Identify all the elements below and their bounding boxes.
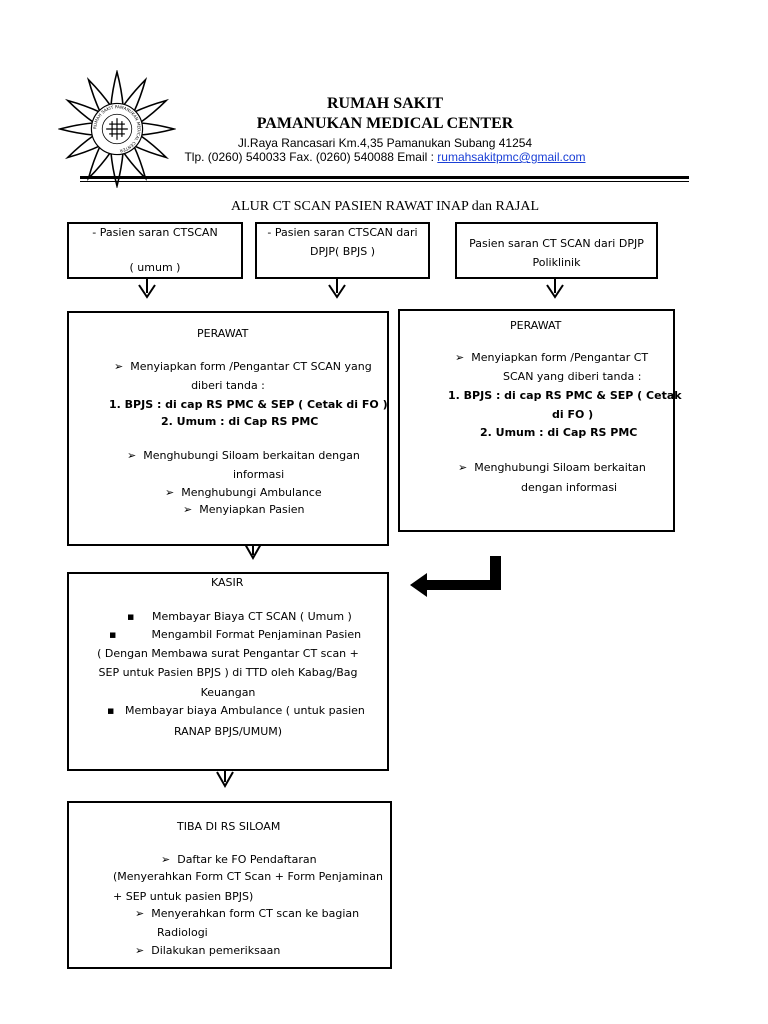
arrow-bullet-icon: ➢ (455, 351, 465, 364)
box-pasien-umum: - Pasien saran CTSCAN ( umum ) (67, 222, 243, 279)
perawat-item-cont: dengan informasi (521, 481, 618, 494)
arrow-bullet-icon: ➢ (114, 360, 124, 373)
header-rule-thin (80, 181, 689, 182)
kasir-item-cont: Keuangan (200, 686, 256, 699)
perawat-item: ➢ Menghubungi Ambulance (165, 486, 322, 499)
arrow-bullet-icon: ➢ (135, 907, 145, 920)
arrow-down-icon (244, 543, 262, 561)
perawat-item: ➢ Menyiapkan form /Pengantar CT (455, 351, 649, 364)
perawat-item: ➢ Menghubungi Siloam berkaitan dengan (127, 449, 360, 462)
arrow-bullet-icon: ➢ (135, 944, 145, 957)
kasir-item: ▪ Membayar biaya Ambulance ( untuk pasie… (107, 704, 365, 717)
kasir-item-cont: SEP untuk Pasien BPJS ) di TTD oleh Kaba… (98, 666, 358, 679)
hospital-logo: RUMAH SAKIT PAMANUKAN MEDICAL CENTER (58, 70, 176, 188)
email-link[interactable]: rumahsakitpmc@gmail.com (437, 150, 586, 164)
kasir-item-cont: ( Dengan Membawa surat Pengantar CT scan… (97, 647, 359, 660)
header-rule-thick (80, 176, 689, 179)
square-bullet-icon: ▪ (127, 610, 135, 623)
perawat-num-1: 1. BPJS : di cap RS PMC & SEP ( Cetak di… (109, 398, 388, 411)
box-pasien-poliklinik: Pasien saran CT SCAN dari DPJP Poliklini… (455, 222, 658, 279)
square-bullet-icon: ▪ (109, 628, 117, 641)
hospital-address: Jl.Raya Rancasari Km.4,35 Pamanukan Suba… (237, 136, 533, 150)
kasir-item-cont: RANAP BPJS/UMUM) (173, 725, 283, 738)
arrow-bullet-icon: ➢ (127, 449, 137, 462)
box-pasien-bpjs: - Pasien saran CTSCAN dari DPJP( BPJS ) (255, 222, 430, 279)
kasir-heading: KASIR (211, 576, 244, 589)
perawat-item-cont: informasi (233, 468, 285, 481)
flow-title: ALUR CT SCAN PASIEN RAWAT INAP dan RAJAL (230, 199, 540, 214)
box-perawat-poli: PERAWAT ➢ Menyiapkan form /Pengantar CT … (398, 309, 682, 532)
perawat-num-1: 1. BPJS : di cap RS PMC & SEP ( Cetak (448, 389, 682, 402)
siloam-heading: TIBA DI RS SILOAM (177, 820, 281, 833)
perawat-num-2: 2. Umum : di Cap RS PMC (480, 426, 638, 439)
contact-prefix: Tlp. (0260) 540033 Fax. (0260) 540088 Em… (184, 150, 438, 164)
return-arrow-icon (410, 556, 501, 597)
arrow-bullet-icon: ➢ (165, 486, 175, 499)
arrow-bullet-icon: ➢ (458, 461, 468, 474)
siloam-item-cont: (Menyerahkan Form CT Scan + Form Penjami… (113, 870, 383, 883)
perawat-heading: PERAWAT (197, 327, 249, 340)
kasir-item: ▪ Membayar Biaya CT SCAN ( Umum ) (127, 610, 352, 623)
perawat-heading: PERAWAT (510, 319, 562, 332)
box-perawat-inap: PERAWAT ➢ Menyiapkan form /Pengantar CT … (67, 311, 389, 546)
hospital-name: RUMAH SAKIT (326, 95, 443, 112)
arrow-bullet-icon: ➢ (183, 503, 193, 516)
box-tiba-siloam: TIBA DI RS SILOAM ➢ Daftar ke FO Pendaft… (67, 801, 392, 969)
siloam-item-cont: + SEP untuk pasien BPJS) (113, 890, 254, 903)
box-kasir: KASIR ▪ Membayar Biaya CT SCAN ( Umum ) … (67, 572, 389, 771)
arrow-down-icon (328, 284, 346, 299)
perawat-item-cont: SCAN yang diberi tanda : (503, 370, 642, 383)
siloam-item: ➢ Menyerahkan form CT scan ke bagian (135, 907, 360, 920)
siloam-item: ➢ Daftar ke FO Pendaftaran (161, 853, 317, 866)
perawat-item: ➢ Menghubungi Siloam berkaitan (458, 461, 646, 474)
hospital-subname: PAMANUKAN MEDICAL CENTER (256, 115, 514, 132)
kasir-item: ▪ Mengambil Format Penjaminan Pasien (109, 628, 362, 641)
arrow-down-icon (546, 284, 564, 299)
perawat-item-cont: diberi tanda : (191, 379, 265, 392)
perawat-item: ➢ Menyiapkan form /Pengantar CT SCAN yan… (114, 360, 372, 373)
perawat-item: ➢ Menyiapkan Pasien (183, 503, 305, 516)
arrow-down-icon (216, 771, 234, 789)
arrow-bullet-icon: ➢ (161, 853, 171, 866)
square-bullet-icon: ▪ (107, 704, 115, 717)
hospital-contact: Tlp. (0260) 540033 Fax. (0260) 540088 Em… (120, 150, 650, 164)
perawat-num-2: 2. Umum : di Cap RS PMC (161, 415, 319, 428)
cross-icon (106, 118, 128, 140)
siloam-item: ➢ Dilakukan pemeriksaan (135, 944, 281, 957)
perawat-num-1-cont: di FO ) (552, 408, 594, 421)
siloam-item-cont: Radiologi (157, 926, 208, 939)
arrow-down-icon (138, 284, 156, 299)
